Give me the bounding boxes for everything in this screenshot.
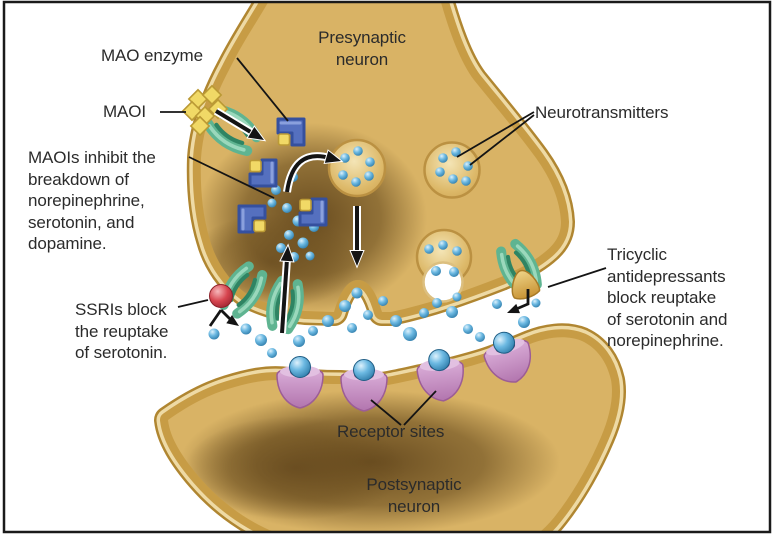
label-tricyclic-note: Tricyclic antidepressants block reuptake… [607, 245, 728, 350]
receptor-sites-leader-1 [370, 399, 402, 426]
ssri-block-arrow [208, 309, 242, 331]
neurotransmitters-leader-1 [456, 111, 535, 158]
label-postsynaptic-neuron: Postsynaptic neuron [366, 475, 462, 516]
mao-enzyme-icon [276, 117, 306, 147]
receptor-sites-leader-2 [403, 390, 437, 426]
postsynaptic-cytoplasm-shading [180, 390, 560, 532]
maoi-entry-arrow [213, 107, 269, 147]
leader-lines [160, 57, 607, 426]
label-presynaptic-neuron: Presynaptic neuron [318, 28, 406, 69]
reuptake-up-arrow [278, 244, 296, 334]
vesicle-2-neurotransmitters [435, 147, 473, 186]
vesicle-3-neurotransmitters [424, 240, 462, 277]
tricyclic-leader [547, 267, 607, 288]
vesicle-full-1 [327, 138, 387, 198]
vesicle-full-2 [423, 141, 481, 199]
mao-enzyme-leader [236, 57, 289, 122]
label-mao-enzyme: MAO enzyme [101, 46, 203, 65]
cleft-neurotransmitters [208, 287, 541, 358]
ssri-leader [177, 299, 209, 308]
packaging-curved-arrow [283, 149, 344, 193]
vesicle-1-neurotransmitters [338, 146, 375, 187]
mao-enzyme-icon [248, 158, 278, 188]
mao-enzyme-icon [298, 197, 328, 227]
mao-enzyme-icon [237, 204, 267, 234]
label-neurotransmitters: Neurotransmitters [535, 103, 669, 122]
tricyclic-block-arrow [505, 289, 530, 318]
postsynaptic-neuron [168, 337, 612, 532]
ssri-molecule-icon [209, 284, 233, 308]
maoi-note-leader [188, 156, 275, 199]
label-ssri-note: SSRIs block the reuptake of serotonin. [75, 300, 169, 362]
label-maoi-note: MAOIs inhibit the breakdown of norepinep… [28, 148, 156, 253]
vesicle-releasing [415, 228, 473, 303]
neurotransmitters-leader-2 [469, 114, 535, 166]
label-maoi: MAOI [103, 102, 147, 121]
release-down-arrow [349, 206, 365, 267]
label-receptor-sites: Receptor sites [337, 422, 445, 441]
